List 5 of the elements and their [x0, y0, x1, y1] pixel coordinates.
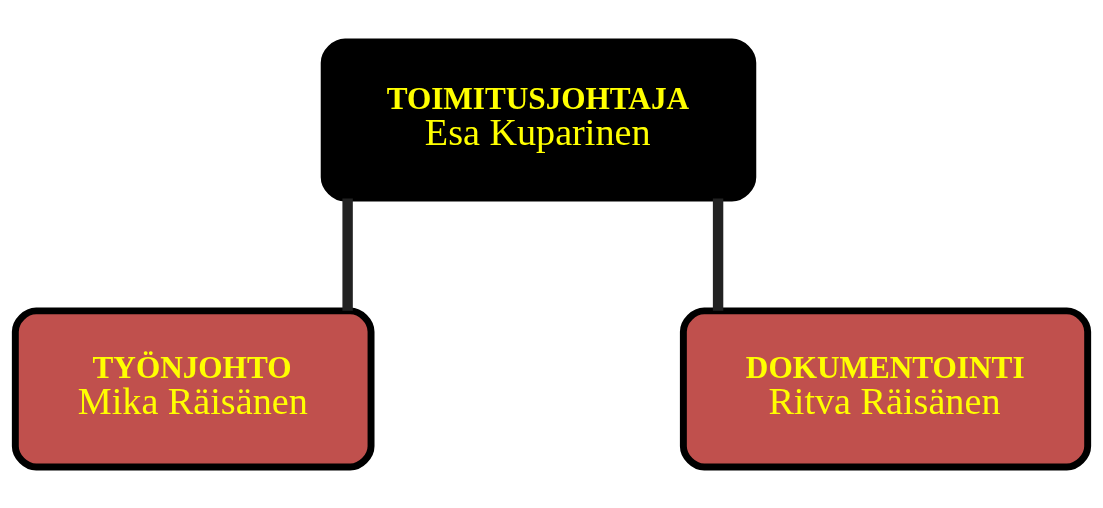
connector — [342, 198, 353, 311]
node-box: TOIMITUSJOHTAJA Esa Kuparinen — [320, 37, 757, 202]
connector — [712, 198, 724, 311]
node-box: TYÖNJOHTO Mika Räisänen — [11, 306, 375, 471]
node-box: DOKUMENTOINTI Ritva Räisänen — [679, 306, 1092, 471]
